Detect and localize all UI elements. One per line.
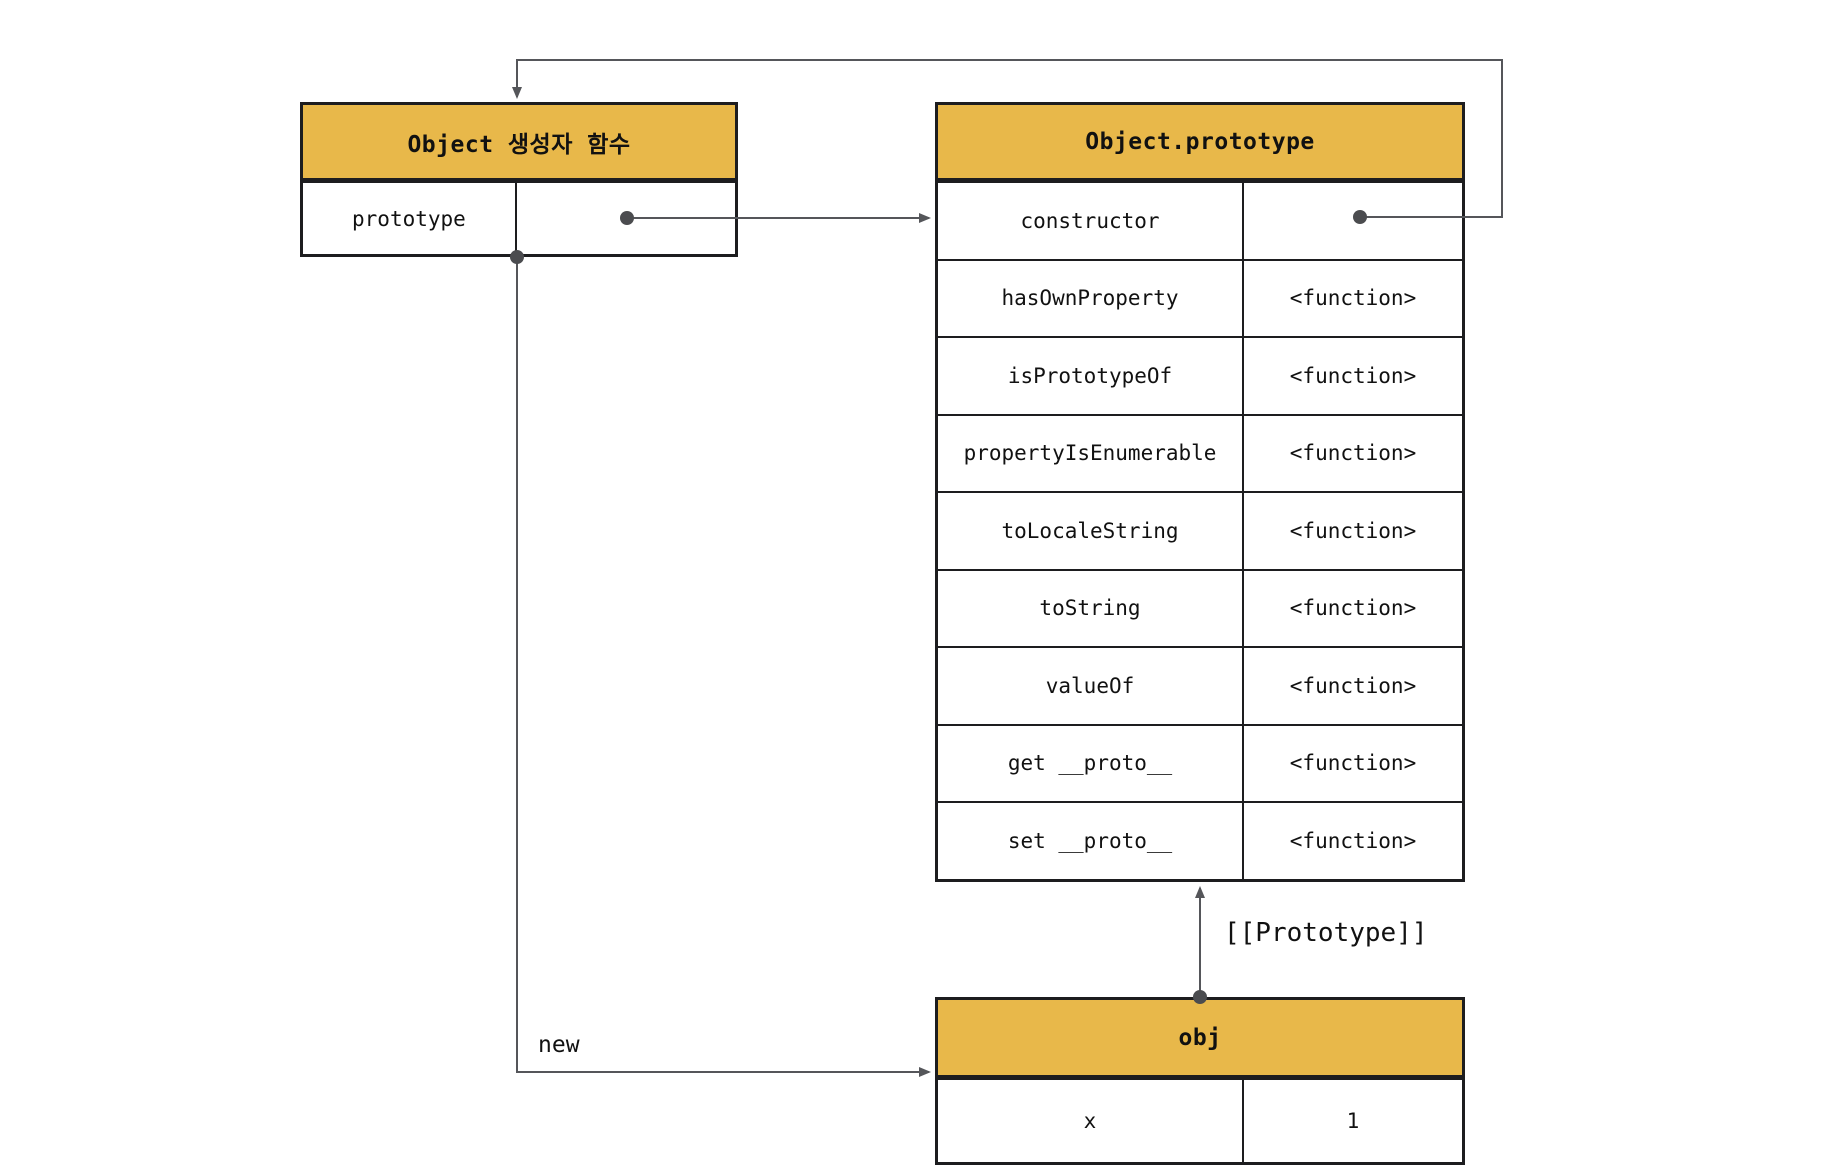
table-row: isPrototypeOf <function>: [938, 336, 1462, 414]
object-constructor-box: Object 생성자 함수 prototype: [300, 102, 738, 257]
property-name-cell: prototype: [303, 183, 517, 254]
property-value-cell: <function>: [1289, 751, 1417, 776]
property-value-cell: <function>: [1289, 441, 1417, 466]
table-row: x 1: [938, 1078, 1462, 1162]
table-row: valueOf <function>: [938, 646, 1462, 724]
property-name-cell: x: [938, 1080, 1245, 1162]
table-row: propertyIsEnumerable <function>: [938, 413, 1462, 491]
table-row: hasOwnProperty <function>: [938, 258, 1462, 336]
property-value-cell: [1244, 183, 1462, 259]
table-row: get __proto__ <function>: [938, 723, 1462, 801]
property-name-cell: isPrototypeOf: [938, 338, 1245, 414]
obj-box: obj x 1: [935, 997, 1465, 1165]
table-row: prototype: [303, 181, 735, 254]
property-value-cell: <function>: [1289, 518, 1417, 543]
property-name-cell: toString: [938, 570, 1245, 646]
property-value-cell: <function>: [1289, 286, 1417, 311]
table-row: toLocaleString <function>: [938, 491, 1462, 569]
property-name-cell: hasOwnProperty: [938, 260, 1245, 336]
property-name-cell: toLocaleString: [938, 493, 1245, 569]
prototype-link-label: [[Prototype]]: [1224, 918, 1428, 948]
property-name-cell: set __proto__: [938, 803, 1245, 879]
property-value-cell: <function>: [1289, 596, 1417, 621]
property-value-cell: 1: [1346, 1109, 1360, 1133]
new-label: new: [538, 1032, 580, 1058]
object-prototype-box: Object.prototype constructor hasOwnPrope…: [935, 102, 1465, 882]
arrow-new-to-obj: [516, 258, 931, 1077]
property-value-cell: <function>: [1289, 828, 1417, 853]
property-name-cell: propertyIsEnumerable: [938, 415, 1245, 491]
property-value-cell: <function>: [1289, 673, 1417, 698]
property-value-cell: [517, 183, 735, 254]
table-row: constructor: [938, 181, 1462, 259]
object-constructor-box-title: Object 생성자 함수: [303, 105, 735, 181]
property-name-cell: valueOf: [938, 648, 1245, 724]
table-row: toString <function>: [938, 568, 1462, 646]
property-name-cell: get __proto__: [938, 725, 1245, 801]
table-row: set __proto__ <function>: [938, 801, 1462, 879]
obj-box-title: obj: [938, 1000, 1462, 1078]
property-name-cell: constructor: [938, 183, 1245, 259]
object-prototype-box-title: Object.prototype: [938, 105, 1462, 181]
property-value-cell: <function>: [1289, 363, 1417, 388]
